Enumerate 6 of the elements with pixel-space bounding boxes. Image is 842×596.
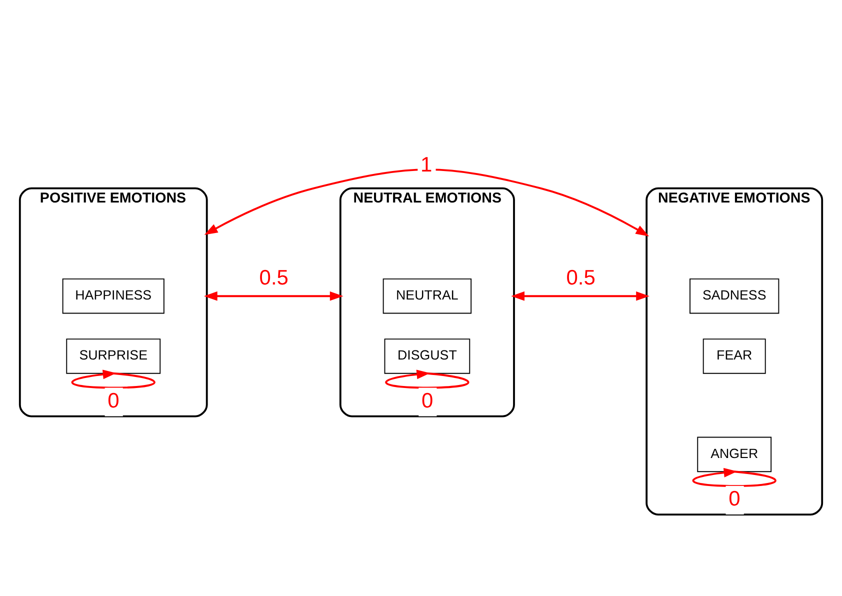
edge-label: 0 xyxy=(728,487,740,510)
edge-label: 0.5 xyxy=(566,266,596,289)
edge-label: 1 xyxy=(420,153,432,176)
edge-label: 0.5 xyxy=(259,266,288,289)
edge-label: 0 xyxy=(421,388,434,412)
edge-label: 0 xyxy=(108,388,120,412)
